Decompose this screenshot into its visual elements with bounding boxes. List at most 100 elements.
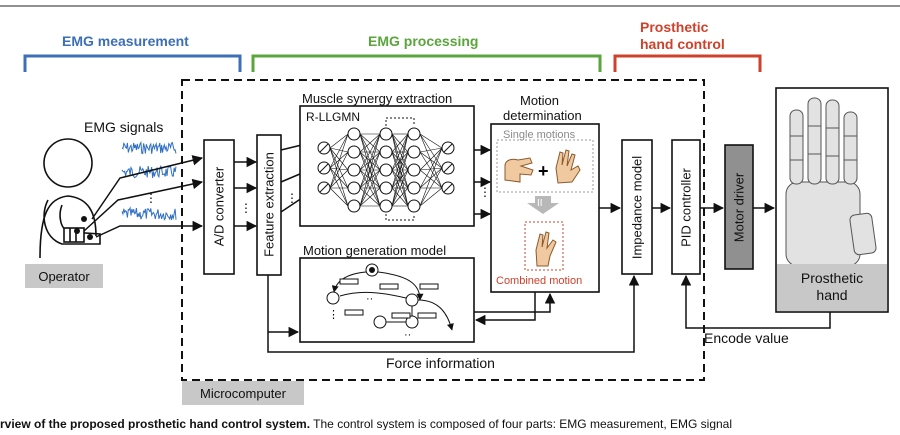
motion-generation-box	[299, 257, 475, 343]
electrode-dots	[74, 216, 93, 240]
nn-node	[379, 127, 393, 141]
nn-node	[347, 163, 361, 177]
single-motions-frame	[496, 139, 594, 193]
nn-edge	[419, 167, 443, 189]
nn-edge	[359, 151, 381, 207]
motion-generation-graph	[326, 263, 454, 331]
nn-node	[347, 145, 361, 159]
plus-sign: +	[538, 161, 549, 181]
ad-converter-box	[203, 139, 235, 275]
operator-label: Operator	[25, 264, 103, 288]
nn-edge	[329, 167, 349, 207]
arrow-signal-2	[83, 178, 204, 232]
nn-edge	[419, 167, 443, 171]
nn-edge	[419, 151, 443, 189]
section-emg-measurement: EMG measurement	[62, 33, 189, 49]
mg-ellipsis-3: ··	[404, 329, 411, 341]
nn-node	[379, 163, 393, 177]
nn-recurrent-loop	[385, 117, 415, 221]
nn-edge	[419, 169, 443, 189]
combined-motion-label: Combined motion	[496, 275, 583, 287]
motor-driver-box	[724, 144, 754, 270]
nn-edge	[419, 167, 443, 207]
motion-generation-label: Motion generation model	[303, 243, 447, 258]
nn-node-mark	[319, 163, 329, 173]
encode-value-label: Encode value	[704, 330, 789, 346]
nn-edge	[391, 133, 409, 189]
nn-node	[407, 181, 421, 195]
muscle-synergy-label: Muscle synergy extraction	[302, 91, 453, 106]
nn-node-mark	[319, 143, 329, 153]
nn-node-mark	[443, 163, 453, 173]
nn-edge	[419, 147, 443, 207]
prosthetic-hand-label-1: Prosthetic	[800, 270, 864, 286]
combine-arrow-mark: II	[537, 198, 543, 209]
motion-determination-label-2: determination	[503, 108, 582, 123]
force-information-label: Force information	[386, 355, 495, 371]
nn-edge	[329, 147, 349, 153]
operator-figure	[39, 138, 101, 259]
arrow-encode-feedback	[680, 274, 831, 329]
fe-ellipsis: ⋮	[286, 191, 298, 205]
impedance-model-label: Impedance model	[629, 155, 645, 260]
nn-edge	[329, 167, 349, 189]
bracket-emg-measurement	[23, 54, 242, 72]
nn-edge	[329, 147, 349, 207]
pid-controller-label: PID controller	[678, 168, 694, 247]
single-hand-icons	[504, 149, 581, 184]
nn-edge	[391, 133, 409, 207]
mg-ellipsis-1: ⋮	[328, 309, 339, 321]
nn-edge	[359, 133, 381, 171]
nn-edge	[359, 169, 381, 207]
nn-edge	[419, 147, 443, 153]
nn-node	[379, 181, 393, 195]
nn-edge	[419, 147, 443, 189]
signal-ellipsis: ⋮	[145, 191, 157, 205]
nn-edge	[329, 133, 349, 169]
nn-edge	[329, 133, 349, 189]
md-ellipsis: ⋮	[479, 185, 491, 199]
emg-signal-traces	[121, 141, 177, 221]
nn-edge	[329, 147, 349, 189]
single-motions-label: Single motions	[503, 129, 576, 141]
nn-edge	[391, 169, 409, 207]
nn-edge	[329, 133, 349, 149]
nn-edge	[359, 133, 381, 207]
nn-node-mark	[443, 143, 453, 153]
nn-edge	[359, 133, 381, 189]
r-llgmn-label: R-LLGMN	[306, 110, 361, 124]
ad-ellipsis: ⋮	[240, 201, 252, 215]
motion-determination-label-1: Motion	[520, 93, 560, 108]
nn-edge	[391, 151, 409, 207]
nn-edge	[419, 151, 443, 169]
nn-edge	[329, 187, 349, 207]
nn-node	[379, 145, 393, 159]
combine-arrow	[527, 196, 559, 214]
mg-ellipsis-2: ··	[366, 293, 373, 305]
nn-node	[347, 199, 361, 213]
arrow-force-info	[267, 274, 640, 353]
combined-motion-frame	[524, 221, 564, 271]
combined-hand-icon	[535, 231, 557, 267]
nn-edge	[419, 133, 443, 169]
feature-extraction-box	[256, 134, 282, 276]
nn-node	[407, 127, 421, 141]
nn-edge	[391, 133, 409, 171]
nn-edge	[329, 169, 349, 189]
motor-driver-label: Motor driver	[731, 172, 747, 243]
caption-text: The control system is composed of four p…	[310, 418, 733, 430]
emg-signals-label: EMG signals	[84, 119, 164, 135]
nn-edge	[329, 151, 349, 189]
nn-edge	[419, 147, 443, 171]
neural-network	[317, 117, 455, 221]
prosthetic-hand-label-bg	[777, 264, 887, 311]
prosthetic-hand-label-2: hand	[816, 287, 848, 303]
nn-edge	[391, 133, 409, 153]
microcomputer-boundary	[181, 79, 705, 381]
section-prosthetic-line1: Prosthetic	[640, 19, 709, 35]
emg-trace-3	[121, 206, 177, 221]
figure-caption: rview of the proposed prosthetic hand co…	[0, 418, 900, 430]
nn-node	[407, 199, 421, 213]
